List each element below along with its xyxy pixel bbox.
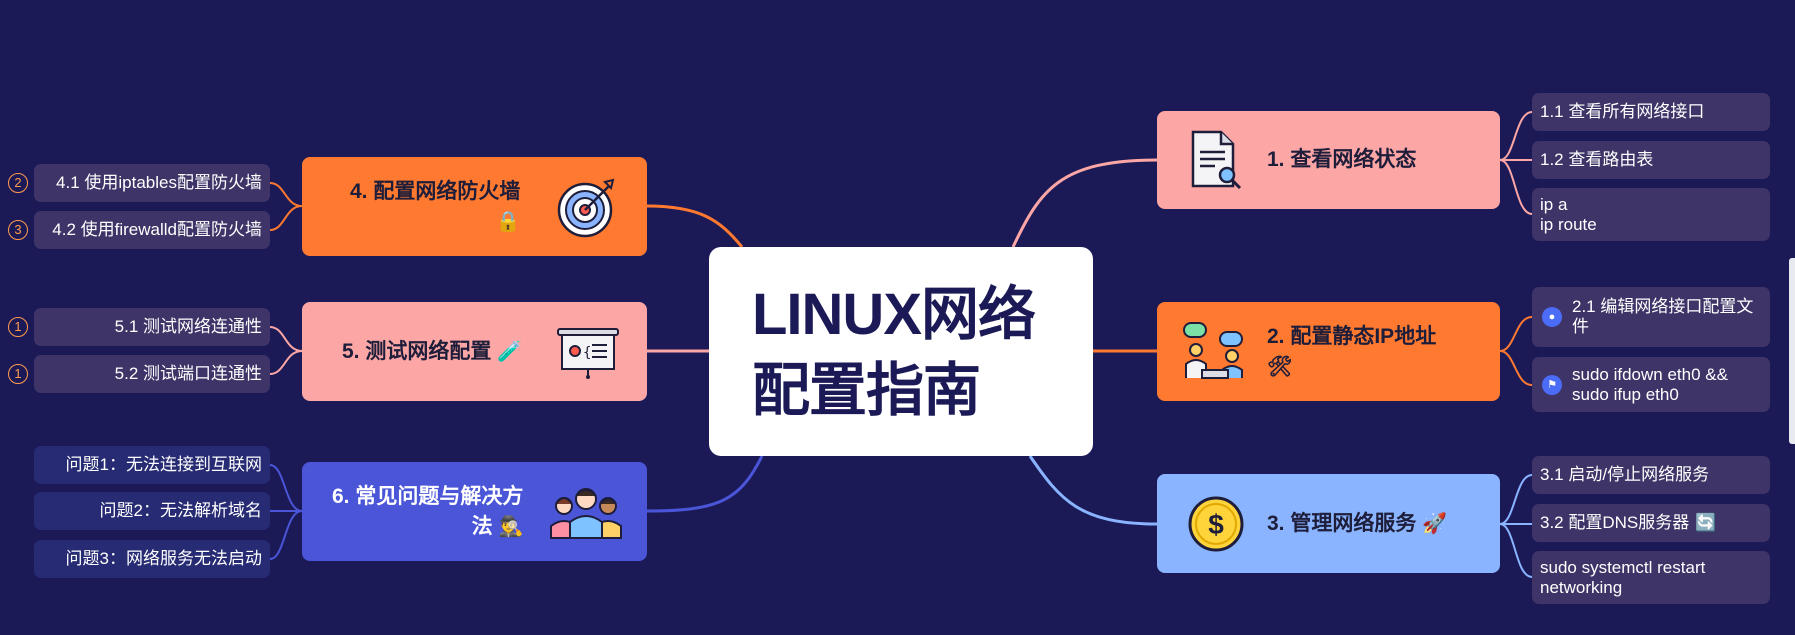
b5-child-1[interactable]: 5.1 测试网络连通性: [34, 308, 270, 346]
svg-text:$: $: [1208, 509, 1224, 540]
branch-4-label: 4. 配置网络防火墙: [350, 179, 521, 203]
team-people-icon: [550, 488, 622, 539]
b1-child-3[interactable]: ip a ip route: [1532, 188, 1770, 241]
b4-child-2[interactable]: 4.2 使用firewalld配置防火墙: [34, 211, 270, 249]
dollar-coin-icon: $: [1188, 496, 1244, 552]
document-search-icon: [1191, 130, 1242, 190]
chat-people-icon: [1183, 322, 1243, 379]
branch-5-label: 5. 测试网络配置 🧪: [342, 339, 523, 363]
rocket-icon: 🚀: [1422, 512, 1448, 535]
priority-badge-2: 2: [8, 173, 28, 193]
scrollbar-handle[interactable]: [1789, 258, 1795, 444]
b6-child-1[interactable]: 问题1：无法连接到互联网: [34, 446, 270, 484]
b3-child-2[interactable]: 3.2 配置DNS服务器 🔄: [1532, 504, 1770, 542]
branch-6-label-line2: 法 🕵️‍♂️: [471, 514, 524, 538]
branch-3-label: 3. 管理网络服务 🚀: [1267, 511, 1448, 535]
branch-6-node[interactable]: 6. 常见问题与解决方 法 🕵️‍♂️: [302, 462, 647, 561]
b6-child-2[interactable]: 问题2：无法解析域名: [34, 492, 270, 530]
presentation-board-icon: {: [557, 328, 619, 379]
b2-child-1[interactable]: ● 2.1 编辑网络接口配置文件: [1532, 287, 1770, 347]
branch-1-label: 1. 查看网络状态: [1267, 148, 1417, 171]
lock-icon: 🔒: [495, 210, 521, 233]
b6-child-3[interactable]: 问题3：网络服务无法启动: [34, 540, 270, 578]
b1-child-2[interactable]: 1.2 查看路由表: [1532, 141, 1770, 179]
branch-2-label: 2. 配置静态IP地址: [1267, 324, 1437, 348]
flag-icon: ⚑: [1542, 374, 1562, 395]
svg-text:{: {: [583, 345, 591, 361]
central-title: LINUX网络 配置指南: [752, 282, 1036, 423]
target-icon: [557, 178, 615, 238]
priority-badge-1a: 1: [8, 317, 28, 337]
central-topic[interactable]: LINUX网络 配置指南: [709, 247, 1093, 456]
b5-child-2[interactable]: 5.2 测试端口连通性: [34, 355, 270, 393]
test-tube-icon: 🧪: [497, 340, 523, 363]
b3-child-3[interactable]: sudo systemctl restart networking: [1532, 551, 1770, 604]
priority-badge-3: 3: [8, 220, 28, 240]
branch-6-label-line1: 6. 常见问题与解决方: [332, 484, 524, 508]
b3-child-1[interactable]: 3.1 启动/停止网络服务: [1532, 456, 1770, 494]
b2-child-2[interactable]: ⚑ sudo ifdown eth0 && sudo ifup eth0: [1532, 357, 1770, 412]
user-circle-icon: ●: [1542, 307, 1562, 327]
priority-badge-1b: 1: [8, 364, 28, 384]
b1-child-1[interactable]: 1.1 查看所有网络接口: [1532, 93, 1770, 131]
detective-icon: 🕵️‍♂️: [498, 515, 524, 538]
tools-icon: 🛠: [1267, 355, 1293, 378]
b4-child-1[interactable]: 4.1 使用iptables配置防火墙: [34, 164, 270, 202]
branch-2-node[interactable]: 2. 配置静态IP地址 🛠: [1157, 302, 1500, 401]
refresh-icon: 🔄: [1695, 513, 1717, 532]
